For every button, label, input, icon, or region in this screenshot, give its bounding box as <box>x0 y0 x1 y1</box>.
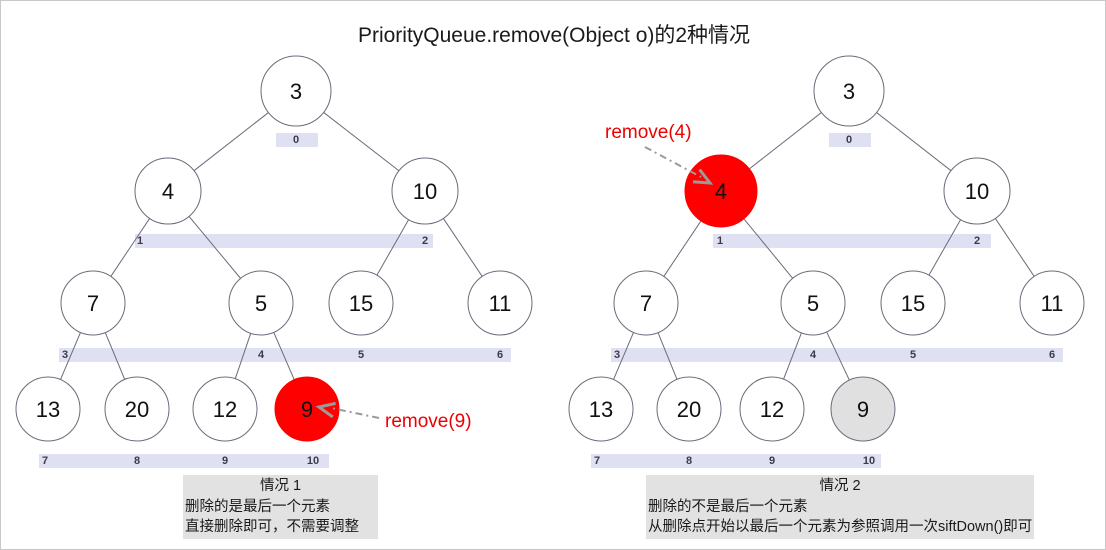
tree-node-label-15: 15 <box>900 291 926 316</box>
index-label-0: 0 <box>845 134 853 146</box>
tree-edge <box>876 112 952 172</box>
index-label-3: 3 <box>61 349 69 361</box>
index-label-1: 1 <box>716 235 724 247</box>
index-label-5: 5 <box>909 349 917 361</box>
tree-node-label-4: 4 <box>714 179 728 204</box>
index-label-5: 5 <box>357 349 365 361</box>
tree-node-label-7: 7 <box>86 291 100 316</box>
tree-edge <box>188 216 241 279</box>
tree-edge <box>743 218 794 279</box>
index-label-4: 4 <box>809 349 817 361</box>
tree-node-label-20: 20 <box>124 397 150 422</box>
tree-edge <box>826 331 850 381</box>
annotation-arrow-icon <box>315 401 336 419</box>
index-bar-level-1 <box>135 234 433 248</box>
tree-node-label-9: 9 <box>300 397 314 422</box>
tree-node-label-12: 12 <box>212 397 238 422</box>
index-bar-level-3 <box>591 454 881 468</box>
tree-node-label-3: 3 <box>842 79 856 104</box>
index-label-7: 7 <box>41 455 49 467</box>
tree-edge <box>376 219 410 276</box>
tree-node-label-4: 4 <box>161 179 175 204</box>
tree-node-label-13: 13 <box>588 397 614 422</box>
tree-edge <box>442 218 483 277</box>
annotation-case-1: remove(9) <box>385 411 472 432</box>
index-bar-level-1 <box>713 234 991 248</box>
tree-case-2 <box>568 55 1085 468</box>
tree-edge <box>928 219 962 276</box>
tree-edge <box>273 332 295 380</box>
tree-node-label-3: 3 <box>289 79 303 104</box>
index-label-2: 2 <box>421 235 429 247</box>
tree-node-label-7: 7 <box>639 291 653 316</box>
annotation-leader-line <box>644 146 702 178</box>
tree-edge <box>110 218 151 277</box>
annotation-arrow-icon <box>692 168 714 185</box>
index-label-3: 3 <box>613 349 621 361</box>
tree-node-label-5: 5 <box>806 291 820 316</box>
page-title: PriorityQueue.remove(Object o)的2种情况 <box>357 24 751 47</box>
index-label-1: 1 <box>136 235 144 247</box>
tree-node-label-10: 10 <box>964 179 990 204</box>
caption-heading: 情况 2 <box>819 478 861 494</box>
index-label-0: 0 <box>292 134 300 146</box>
tree-edge <box>323 112 400 172</box>
tree-edge <box>749 112 822 170</box>
tree-node-label-11: 11 <box>488 291 512 316</box>
tree-edge <box>657 332 678 380</box>
annotation-case-2: remove(4) <box>605 122 692 143</box>
tree-node-label-20: 20 <box>676 397 702 422</box>
tree-node-label-9: 9 <box>856 397 870 422</box>
index-label-10: 10 <box>306 455 320 467</box>
tree-node-label-11: 11 <box>1040 291 1064 316</box>
index-bar-level-3 <box>39 454 329 468</box>
index-label-8: 8 <box>133 455 141 467</box>
caption-case-2: 情况 2 删除的不是最后一个元素从删除点开始以最后一个元素为参照调用一次siftD… <box>646 475 1034 539</box>
index-label-7: 7 <box>593 455 601 467</box>
tree-edge <box>783 332 802 380</box>
tree-node-label-12: 12 <box>759 397 785 422</box>
index-label-6: 6 <box>1048 349 1056 361</box>
index-label-9: 9 <box>221 455 229 467</box>
caption-line: 删除的是最后一个元素 <box>185 498 330 515</box>
tree-node-label-15: 15 <box>348 291 374 316</box>
tree-edge <box>193 112 269 172</box>
tree-edge <box>104 332 126 380</box>
tree-edge <box>994 218 1035 277</box>
index-bar-level-2 <box>611 348 1063 362</box>
caption-heading: 情况 1 <box>259 478 302 494</box>
tree-edge <box>663 220 702 277</box>
caption-line: 删除的不是最后一个元素 <box>648 498 808 515</box>
index-bar-level-2 <box>59 348 511 362</box>
caption-line: 直接删除即可，不需要调整 <box>185 519 359 536</box>
caption-case-1: 情况 1 删除的是最后一个元素直接删除即可，不需要调整 <box>183 475 378 539</box>
caption-line: 从删除点开始以最后一个元素为参照调用一次siftDown()即可 <box>648 519 1033 536</box>
tree-node-label-13: 13 <box>35 397 61 422</box>
index-label-4: 4 <box>257 349 265 361</box>
tree-edge <box>234 333 252 379</box>
index-label-2: 2 <box>973 235 981 247</box>
tree-node-label-10: 10 <box>412 179 438 204</box>
annotation-leader-line <box>330 407 380 419</box>
tree-case-1 <box>15 55 533 468</box>
index-label-10: 10 <box>862 455 876 467</box>
tree-node-label-5: 5 <box>254 291 268 316</box>
index-label-9: 9 <box>768 455 776 467</box>
index-label-8: 8 <box>685 455 693 467</box>
index-label-6: 6 <box>496 349 504 361</box>
